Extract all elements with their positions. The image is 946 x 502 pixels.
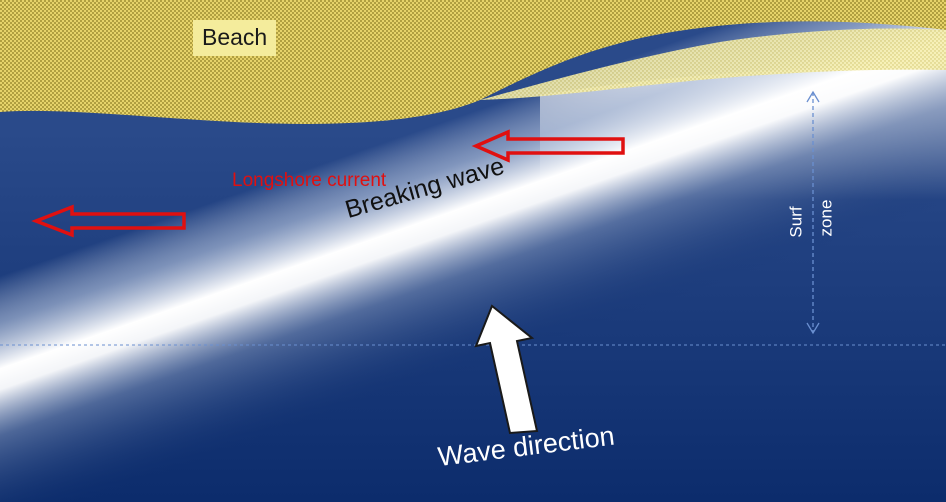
wet-sand <box>480 28 946 100</box>
longshore-current-arrow-upper <box>471 129 625 163</box>
beach-label: Beach <box>193 20 277 56</box>
zone-label: zone <box>816 199 836 237</box>
longshore-current-label: Longshore current <box>232 170 387 191</box>
surf-zone-arrow <box>806 90 820 335</box>
surf-label: Surf <box>786 206 806 238</box>
wave-direction-arrow <box>474 304 539 435</box>
longshore-current-arrow-lower <box>31 204 186 238</box>
